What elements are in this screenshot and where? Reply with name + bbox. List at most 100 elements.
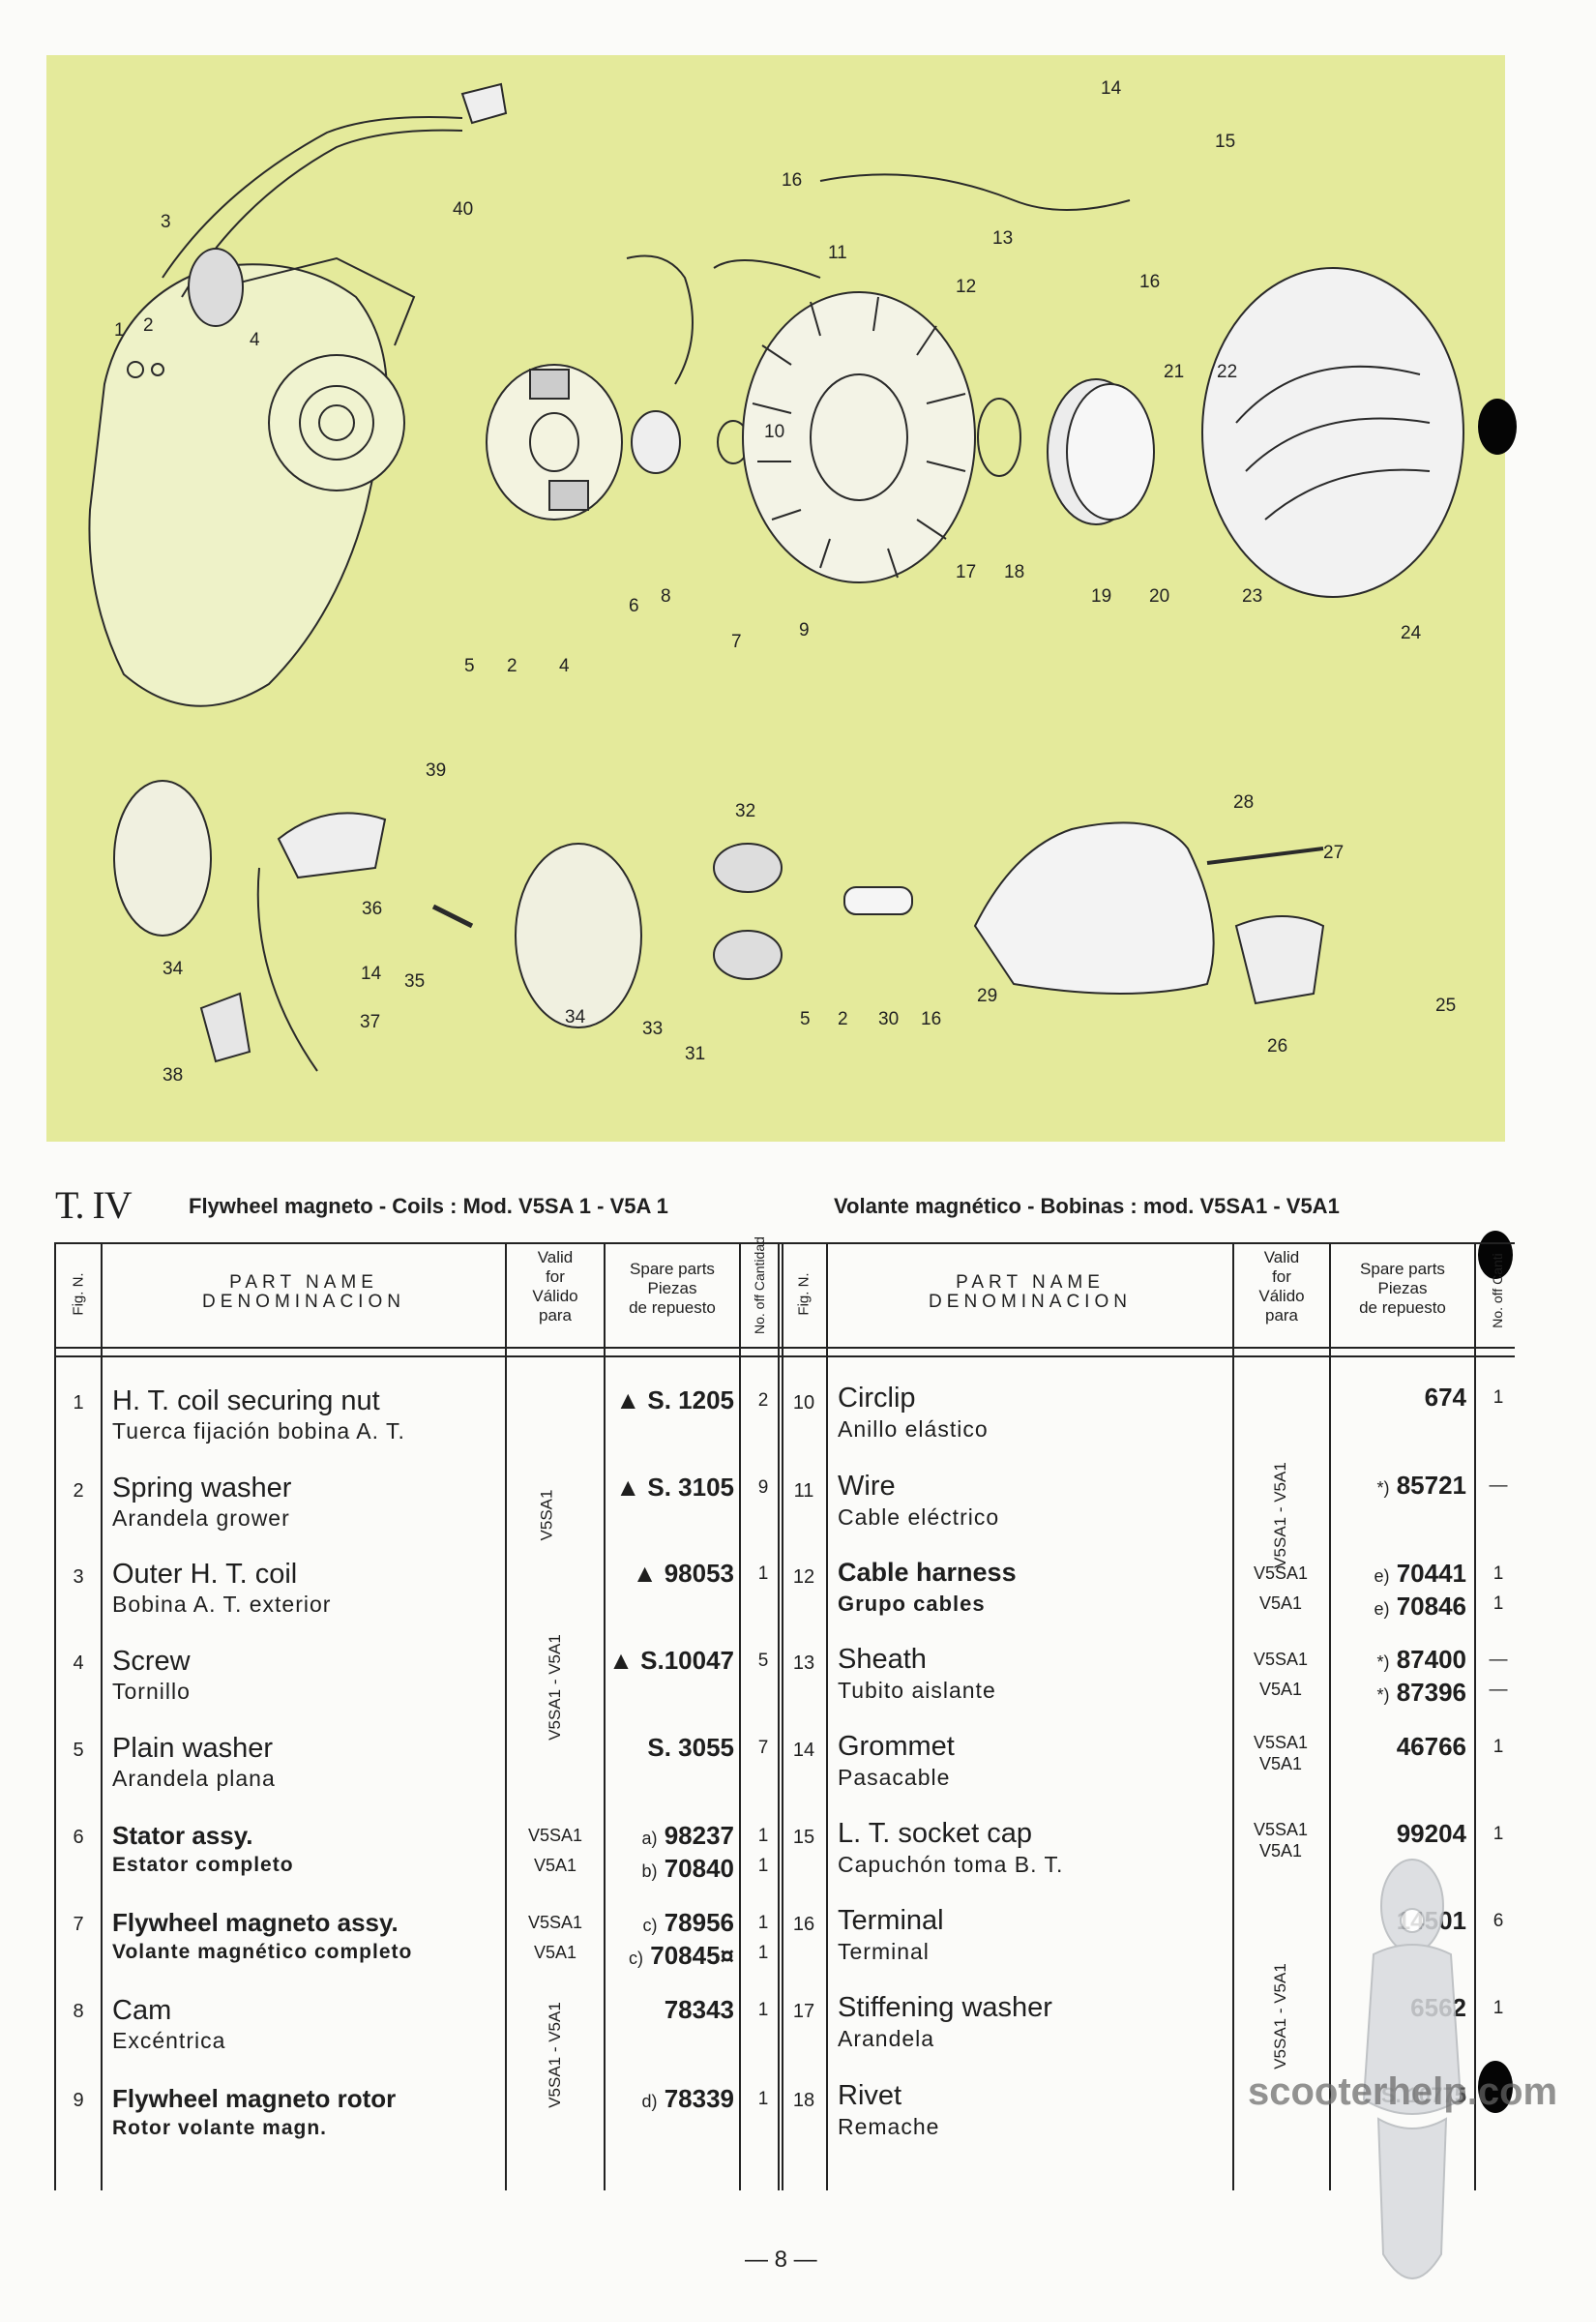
- svg-text:14: 14: [361, 964, 382, 984]
- quantity: 1: [757, 2089, 769, 2109]
- part-name-es: Rotor volante magn.: [112, 2117, 328, 2139]
- table-cell: Piezas: [647, 1279, 697, 1297]
- table-cell: [505, 1242, 507, 2190]
- table-title-line: T. IV Flywheel magneto - Coils : Mod. V5…: [55, 1182, 1506, 1231]
- quantity: 6: [1493, 1911, 1504, 1931]
- part-number: PART NAME: [956, 1272, 1105, 1293]
- quantity: 1: [757, 2000, 769, 2020]
- part-name-es: Anillo elástico: [838, 1416, 989, 1442]
- quantity: 1: [1493, 1563, 1504, 1584]
- svg-text:31: 31: [685, 1044, 705, 1064]
- table-cell: c): [629, 1949, 643, 1968]
- part-name-es: Arandela: [838, 2026, 935, 2051]
- table-cell: [1329, 1242, 1331, 2190]
- svg-text:40: 40: [453, 199, 473, 220]
- table-cell: ▲: [615, 1473, 641, 1502]
- table-cell: [1474, 1242, 1476, 2190]
- fig-number: 1: [73, 1392, 84, 1414]
- quantity: —: [1489, 1680, 1508, 1700]
- part-number: S. 3105: [647, 1473, 734, 1502]
- callout-labels: 1 2 3 4 40 10 11 12 13 14 15 16 16 8 9 6…: [114, 78, 1456, 1086]
- watermark-text: scooterhelp.com: [1248, 2070, 1558, 2113]
- part-name-en: Screw: [112, 1646, 191, 1677]
- part-number: ▲ S. 1205: [604, 1385, 734, 1415]
- quantity: 1: [757, 1943, 769, 1963]
- part-number: 78339: [664, 2084, 734, 2113]
- svg-text:4: 4: [250, 330, 260, 350]
- part-number: S. 1205: [647, 1385, 734, 1414]
- diagram-drawing: 1 2 3 4 40 10 11 12 13 14 15 16 16 8 9 6…: [88, 78, 1464, 1086]
- part-number: 78343: [664, 1995, 734, 2024]
- part-name-en: Cam: [112, 1995, 172, 2026]
- part-name-en: Stator assy.: [112, 1821, 253, 1850]
- svg-text:13: 13: [992, 228, 1013, 249]
- svg-text:5: 5: [464, 656, 475, 676]
- svg-text:12: 12: [956, 277, 976, 297]
- quantity: —: [1489, 1650, 1508, 1670]
- binder-hole: [1478, 2061, 1513, 2113]
- valid-group: V5SA1 - V5A1: [1270, 1963, 1289, 2069]
- table-cell: Válido: [1258, 1287, 1305, 1305]
- svg-text:35: 35: [404, 971, 425, 992]
- part-name-en: Sheath: [838, 1644, 927, 1675]
- table-cell: for: [1272, 1267, 1291, 1286]
- part-number: 70846: [1396, 1592, 1466, 1621]
- part-name-en: Stiffening washer: [838, 1992, 1052, 2023]
- quantity: 1: [1493, 1387, 1504, 1408]
- table-cell: e): [1374, 1566, 1390, 1586]
- table-cell: V5A1: [533, 1943, 577, 1962]
- part-name-es: Tubito aislante: [838, 1678, 996, 1703]
- table-cell: V5A1: [1258, 1593, 1303, 1613]
- svg-text:4: 4: [559, 656, 570, 676]
- quantity: 1: [757, 1563, 769, 1584]
- table-cell: [826, 1242, 828, 2190]
- table-cell: [54, 1242, 56, 2190]
- svg-text:23: 23: [1242, 586, 1262, 607]
- part-name-en: Terminal: [838, 1905, 944, 1936]
- table-cell: [778, 1242, 780, 2190]
- table-cell: V5A1: [533, 1856, 577, 1875]
- valid-group: V5SA1: [537, 1489, 556, 1541]
- svg-text:25: 25: [1435, 996, 1456, 1016]
- table-cell: V5A1: [1258, 1754, 1303, 1773]
- exploded-parts-diagram: 1 2 3 4 40 10 11 12 13 14 15 16 16 8 9 6…: [46, 55, 1505, 1142]
- part-name-es: Cable eléctrico: [838, 1504, 1000, 1530]
- table-cell: V5A1: [1258, 1680, 1303, 1699]
- title-english: Flywheel magneto - Coils : Mod. V5SA 1 -…: [189, 1194, 668, 1218]
- table-cell: V5SA1: [1253, 1820, 1309, 1839]
- fig-number: 4: [73, 1652, 84, 1674]
- fig-number: 17: [792, 2001, 815, 2022]
- table-cell: Valid: [1263, 1248, 1300, 1266]
- binder-hole: [1478, 399, 1517, 455]
- fig-number: 5: [73, 1740, 84, 1761]
- valid-group: V5SA1 - V5A1: [545, 2002, 564, 2108]
- part-name-en: Flywheel magneto assy.: [112, 1908, 399, 1937]
- fig-number: 18: [792, 2090, 815, 2111]
- table-cell: ——: [1484, 1645, 1513, 1705]
- quantity: 1: [1493, 1824, 1504, 1844]
- svg-text:7: 7: [731, 632, 742, 652]
- table-cell: V5SA1: [1253, 1733, 1309, 1752]
- part-name-en: L. T. socket cap: [838, 1818, 1032, 1849]
- svg-text:34: 34: [163, 959, 184, 979]
- svg-text:32: 32: [735, 801, 755, 821]
- part-name-es: Tornillo: [112, 1679, 191, 1704]
- fig-number: 8: [73, 2001, 84, 2022]
- fig-number: 6: [73, 1827, 84, 1848]
- table-cell: de repuesto: [629, 1298, 716, 1317]
- table-cell: [54, 1242, 1515, 1244]
- svg-text:3: 3: [161, 212, 171, 232]
- table-cell: Spare parts: [630, 1260, 715, 1278]
- svg-text:16: 16: [782, 170, 802, 191]
- header-part-name-right: PART NAME DENOMINACION: [828, 1273, 1232, 1312]
- table-cell: Piezas: [1377, 1279, 1428, 1297]
- table-number: T. IV: [55, 1183, 133, 1227]
- svg-text:16: 16: [1139, 272, 1160, 292]
- table-cell: ▲ S. 3105: [604, 1473, 734, 1503]
